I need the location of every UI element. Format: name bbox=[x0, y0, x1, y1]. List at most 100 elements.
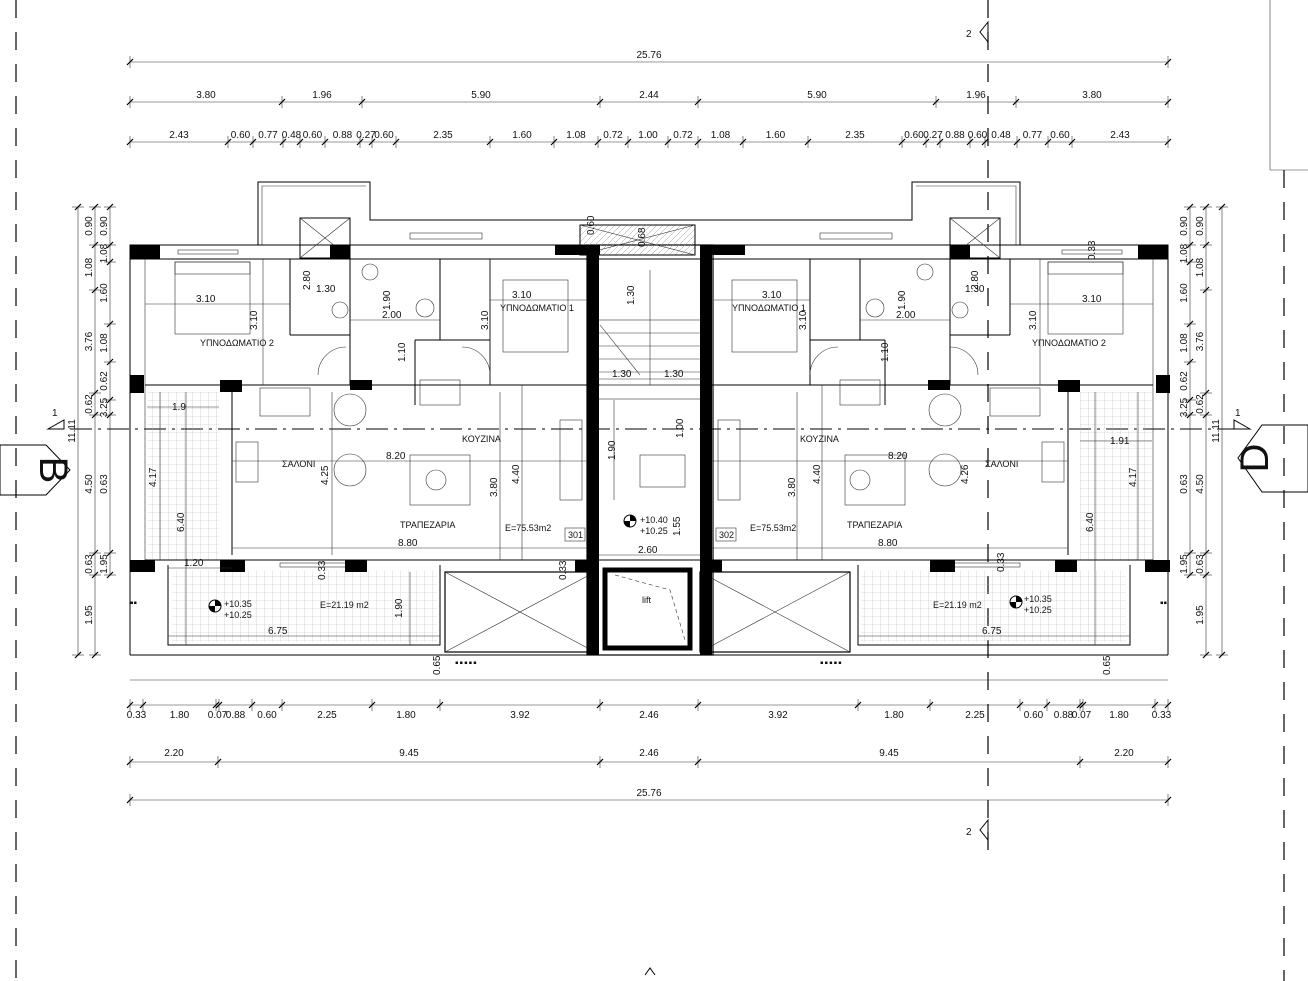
dimension-slash bbox=[1013, 138, 1021, 146]
dimension-slash bbox=[91, 651, 99, 659]
dimension-label: 1.96 bbox=[966, 90, 986, 101]
section-marker-2-top: 2 bbox=[966, 20, 989, 44]
dimension-label: 2.44 bbox=[639, 90, 659, 101]
level-marker-balcony-left-icon bbox=[208, 599, 222, 613]
dimension-label: 1.95 bbox=[84, 605, 95, 625]
svg-text:3.80: 3.80 bbox=[489, 477, 500, 497]
dimension-slash bbox=[279, 138, 287, 146]
dimension-slash bbox=[126, 58, 134, 66]
dimension-slash bbox=[486, 138, 494, 146]
dimension-label: 0.60 bbox=[374, 130, 394, 141]
dimension-slash bbox=[106, 203, 114, 211]
dimension-label: 1.96 bbox=[312, 90, 332, 101]
svg-text:6.40: 6.40 bbox=[176, 512, 187, 532]
dimension-slash bbox=[936, 138, 944, 146]
level-marker-stair-icon bbox=[623, 514, 637, 528]
dimension-slash bbox=[91, 571, 99, 579]
dimension-label: 1.08 bbox=[566, 130, 586, 141]
dimension-slash bbox=[249, 138, 257, 146]
north-arrow-icon bbox=[644, 967, 656, 976]
dimension-slash bbox=[212, 701, 220, 709]
dimension-slash bbox=[91, 241, 99, 249]
dimension-label: 2.43 bbox=[1110, 130, 1130, 141]
dimension-slash bbox=[694, 758, 702, 766]
dimension-label: 0.60 bbox=[904, 130, 924, 141]
dimension-slash bbox=[139, 701, 147, 709]
dimension-slash bbox=[106, 396, 114, 404]
structural-columns bbox=[130, 245, 1170, 655]
dimension-label: 3.25 bbox=[99, 397, 110, 417]
room-label-dining-right: ΤΡΑΠΕΖΑΡΙΑ bbox=[847, 520, 902, 530]
room-label-living-left: ΣΑΛΟΝΙ bbox=[282, 459, 315, 469]
dimension-slash bbox=[91, 549, 99, 557]
dimension-slash bbox=[1076, 701, 1084, 709]
dimension-slash bbox=[1202, 203, 1210, 211]
dimension-label: 0.90 bbox=[1195, 216, 1206, 236]
stair-treads bbox=[596, 319, 703, 400]
dimension-label: 5.90 bbox=[807, 90, 827, 101]
dimension-label: 0.63 bbox=[1195, 554, 1206, 574]
dimension-slash bbox=[1218, 203, 1226, 211]
svg-text:1: 1 bbox=[1235, 408, 1241, 419]
dimension-slash bbox=[358, 98, 366, 106]
dimension-slash bbox=[368, 138, 376, 146]
svg-text:1.10: 1.10 bbox=[880, 342, 891, 362]
dimension-label: 0.72 bbox=[603, 130, 623, 141]
dimension-slash bbox=[694, 701, 702, 709]
dimension-label: 0.90 bbox=[84, 216, 95, 236]
dimension-slash bbox=[1186, 241, 1194, 249]
dimension-label: 0.62 bbox=[84, 394, 95, 414]
dimension-label: 2.25 bbox=[965, 710, 985, 721]
svg-text:0.65: 0.65 bbox=[432, 655, 443, 675]
svg-text:3.10: 3.10 bbox=[480, 310, 491, 330]
dimension-label: 3.80 bbox=[1082, 90, 1102, 101]
dimension-label: 2.25 bbox=[317, 710, 337, 721]
dimension-label: 0.07 bbox=[208, 710, 228, 721]
svg-text:8.20: 8.20 bbox=[386, 451, 406, 462]
dimension-label: 0.60 bbox=[1024, 710, 1044, 721]
dimension-label: 1.08 bbox=[711, 130, 731, 141]
room-label-bedroom2-left: ΥΠΝΟΔΩΜΑΤΙΟ 2 bbox=[200, 338, 274, 348]
svg-text:1.20: 1.20 bbox=[184, 558, 204, 569]
dimension-label: 0.88 bbox=[333, 130, 353, 141]
dimension-slash bbox=[1151, 701, 1159, 709]
dimension-slash bbox=[91, 389, 99, 397]
dimension-slash bbox=[1164, 98, 1172, 106]
dimension-slash bbox=[436, 701, 444, 709]
svg-text:2.80: 2.80 bbox=[302, 270, 313, 290]
dimension-label: 3.25 bbox=[1179, 397, 1190, 417]
building-outline bbox=[129, 181, 1169, 681]
dimension-slash bbox=[1202, 651, 1210, 659]
room-label-kitchen-right: ΚΟΥΖΙΝΑ bbox=[800, 434, 839, 444]
dimension-label: 0.63 bbox=[84, 554, 95, 574]
dimension-slash bbox=[694, 138, 702, 146]
dimension-label: 2.43 bbox=[169, 130, 189, 141]
dimension-slash bbox=[1218, 651, 1226, 659]
dimension-slash bbox=[1012, 98, 1020, 106]
svg-text:0.33: 0.33 bbox=[558, 560, 569, 580]
dimension-label: 0.88 bbox=[1054, 710, 1074, 721]
section-marker-1-left: 1 bbox=[46, 408, 65, 430]
dimension-label: 3.92 bbox=[510, 710, 530, 721]
svg-text:1.10: 1.10 bbox=[397, 342, 408, 362]
dimension-label: 1.08 bbox=[1179, 243, 1190, 263]
svg-text:2: 2 bbox=[966, 29, 972, 40]
dimension-label: 3.92 bbox=[768, 710, 788, 721]
dimension-label: 0.07 bbox=[1072, 710, 1092, 721]
dimension-label: 0.62 bbox=[1195, 394, 1206, 414]
svg-text:6.40: 6.40 bbox=[1085, 512, 1096, 532]
dimension-slash bbox=[1202, 411, 1210, 419]
svg-text:0.33: 0.33 bbox=[996, 552, 1007, 572]
svg-text:1.90: 1.90 bbox=[607, 440, 618, 460]
dimension-label: 1.95 bbox=[99, 554, 110, 574]
dimension-slash bbox=[126, 138, 134, 146]
room-label-bedroom1-right: ΥΠΝΟΔΩΜΑΤΙΟ 1 bbox=[732, 303, 806, 313]
dimension-slash bbox=[624, 138, 632, 146]
dimension-slash bbox=[1202, 571, 1210, 579]
dimension-label: 25.76 bbox=[636, 50, 661, 61]
dimension-slash bbox=[596, 98, 604, 106]
dimension-slash bbox=[1202, 549, 1210, 557]
svg-text:1.90: 1.90 bbox=[394, 598, 405, 618]
dimension-label: 0.60 bbox=[1050, 130, 1070, 141]
